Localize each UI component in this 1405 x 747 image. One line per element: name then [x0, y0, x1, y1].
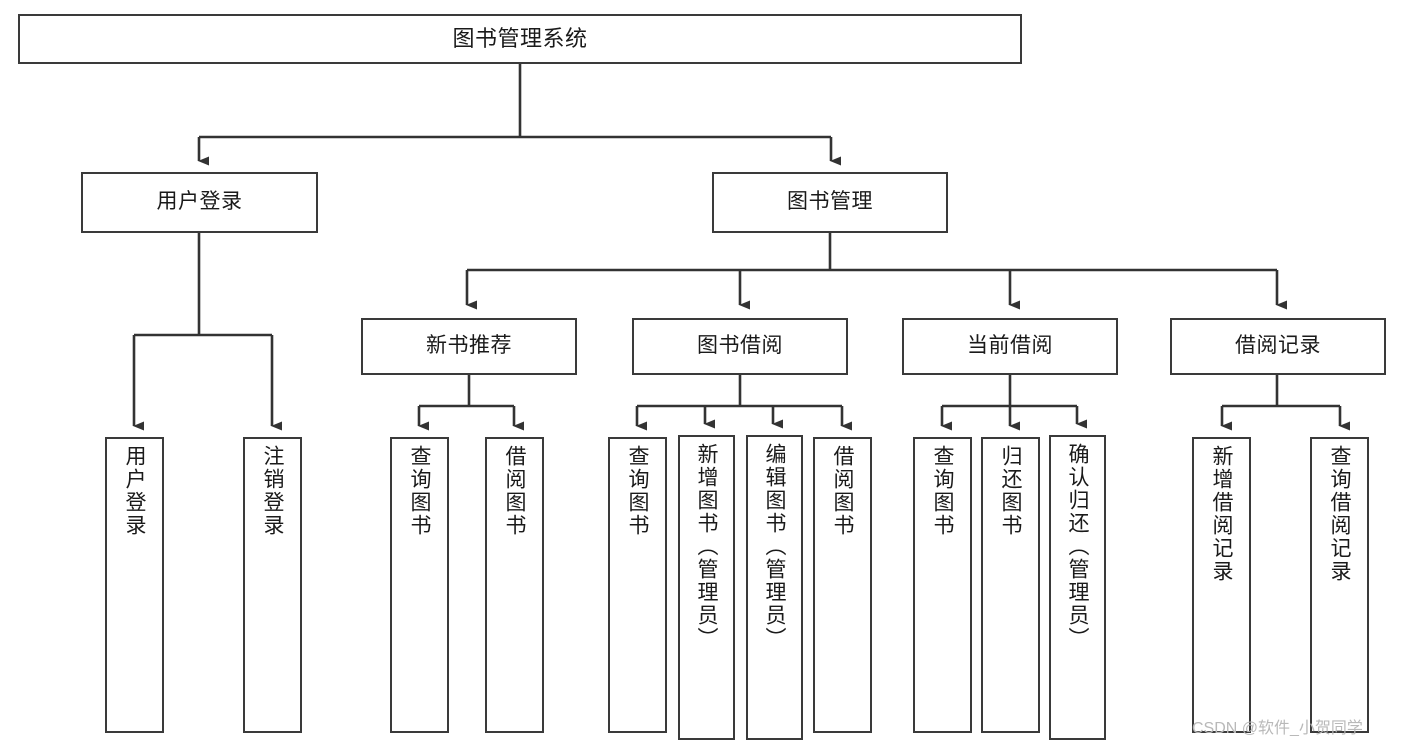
node-book-borrow[interactable]: 图书借阅	[632, 318, 848, 375]
node-leaf-return-book-label: 归还图书	[999, 445, 1022, 537]
node-root[interactable]: 图书管理系统	[18, 14, 1022, 64]
node-root-label: 图书管理系统	[452, 26, 588, 52]
node-book-borrow-label: 图书借阅	[697, 334, 783, 358]
node-leaf-query-book-3-label: 查询图书	[931, 445, 954, 537]
node-book-management[interactable]: 图书管理	[712, 172, 948, 233]
node-leaf-borrow-book-1-label: 借阅图书	[503, 445, 526, 537]
node-current-borrow-label: 当前借阅	[967, 334, 1053, 358]
node-leaf-borrow-book-1[interactable]: 借阅图书	[485, 437, 544, 733]
node-leaf-edit-book-label: 编辑图书（管理员）	[763, 443, 786, 650]
node-leaf-confirm-return-label: 确认归还（管理员）	[1066, 443, 1089, 650]
csdn-watermark: CSDN @软件_小贺同学	[1192, 720, 1363, 737]
node-leaf-query-book-2-label: 查询图书	[626, 445, 649, 537]
node-leaf-edit-book[interactable]: 编辑图书（管理员）	[746, 435, 803, 740]
node-leaf-logout[interactable]: 注销登录	[243, 437, 302, 733]
node-leaf-user-login[interactable]: 用户登录	[105, 437, 164, 733]
node-leaf-query-book-2[interactable]: 查询图书	[608, 437, 667, 733]
node-leaf-add-book[interactable]: 新增图书（管理员）	[678, 435, 735, 740]
node-leaf-user-login-label: 用户登录	[123, 445, 146, 537]
node-current-borrow[interactable]: 当前借阅	[902, 318, 1118, 375]
node-leaf-borrow-book-2[interactable]: 借阅图书	[813, 437, 872, 733]
node-leaf-return-book[interactable]: 归还图书	[981, 437, 1040, 733]
node-leaf-query-book-1-label: 查询图书	[408, 445, 431, 537]
node-leaf-confirm-return[interactable]: 确认归还（管理员）	[1049, 435, 1106, 740]
node-leaf-add-book-label: 新增图书（管理员）	[695, 443, 718, 650]
node-borrow-record[interactable]: 借阅记录	[1170, 318, 1386, 375]
node-leaf-query-book-1[interactable]: 查询图书	[390, 437, 449, 733]
node-leaf-borrow-book-2-label: 借阅图书	[831, 445, 854, 537]
node-borrow-record-label: 借阅记录	[1235, 334, 1321, 358]
node-leaf-query-book-3[interactable]: 查询图书	[913, 437, 972, 733]
node-leaf-query-record[interactable]: 查询借阅记录	[1310, 437, 1369, 733]
node-new-book-recommend-label: 新书推荐	[426, 334, 512, 358]
node-leaf-add-record[interactable]: 新增借阅记录	[1192, 437, 1251, 733]
node-user-login-label: 用户登录	[156, 190, 243, 214]
node-book-management-label: 图书管理	[787, 190, 873, 214]
node-leaf-query-record-label: 查询借阅记录	[1328, 445, 1351, 583]
node-user-login[interactable]: 用户登录	[81, 172, 318, 233]
node-leaf-add-record-label: 新增借阅记录	[1210, 445, 1233, 583]
node-leaf-logout-label: 注销登录	[261, 445, 284, 537]
node-new-book-recommend[interactable]: 新书推荐	[361, 318, 577, 375]
